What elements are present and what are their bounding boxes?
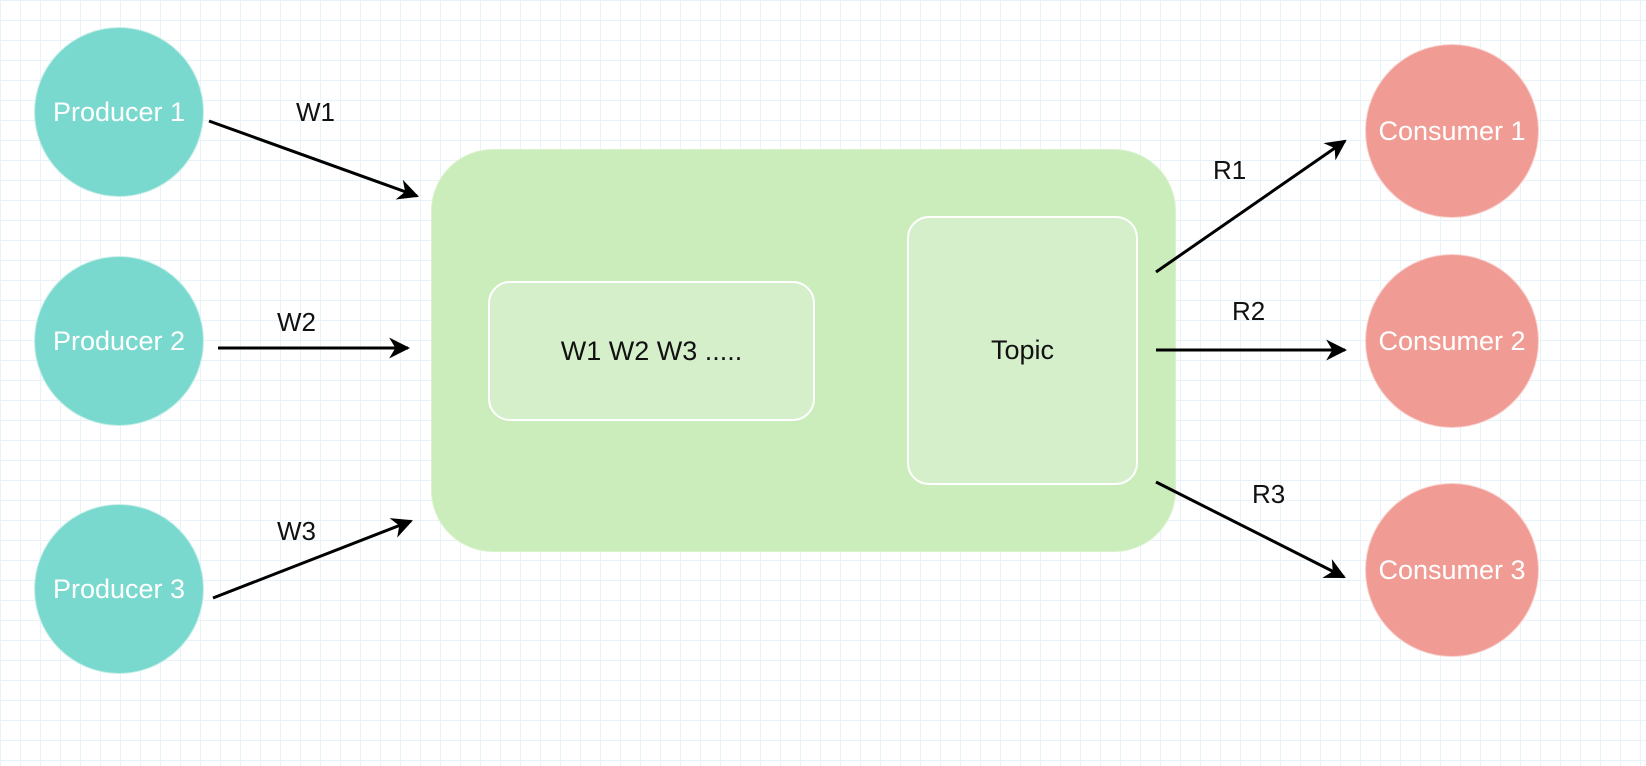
consumer-3-label: Consumer 3 — [1378, 554, 1526, 585]
producer-3-label: Producer 3 — [52, 573, 186, 604]
message-queue-label: W1 W2 W3 ..... — [560, 335, 743, 366]
message-queue-box[interactable]: W1 W2 W3 ..... — [488, 281, 815, 421]
consumer-2-node[interactable]: Consumer 2 — [1365, 254, 1539, 428]
consumer-1-label: Consumer 1 — [1378, 115, 1526, 146]
topic-label: Topic — [990, 335, 1055, 365]
read-label-2: R2 — [1232, 296, 1266, 326]
producer-1-label: Producer 1 — [52, 96, 186, 127]
write-label-1: W1 — [296, 97, 335, 127]
producer-2-label: Producer 2 — [52, 325, 186, 356]
producer-1-node[interactable]: Producer 1 — [34, 27, 204, 197]
producer-3-node[interactable]: Producer 3 — [34, 504, 204, 674]
consumer-2-label: Consumer 2 — [1378, 325, 1526, 356]
producer-2-node[interactable]: Producer 2 — [34, 256, 204, 426]
write-label-2: W2 — [277, 307, 316, 337]
write-arrow-3 — [212, 518, 413, 600]
topic-box[interactable]: Topic — [907, 216, 1138, 485]
consumer-3-node[interactable]: Consumer 3 — [1365, 483, 1539, 657]
read-label-3: R3 — [1252, 479, 1286, 509]
read-label-1: R1 — [1213, 155, 1247, 185]
write-arrow-1 — [208, 119, 419, 200]
write-label-3: W3 — [277, 516, 316, 546]
read-arrow-3 — [1155, 480, 1346, 579]
read-arrow-1 — [1155, 139, 1347, 274]
consumer-1-node[interactable]: Consumer 1 — [1365, 44, 1539, 218]
